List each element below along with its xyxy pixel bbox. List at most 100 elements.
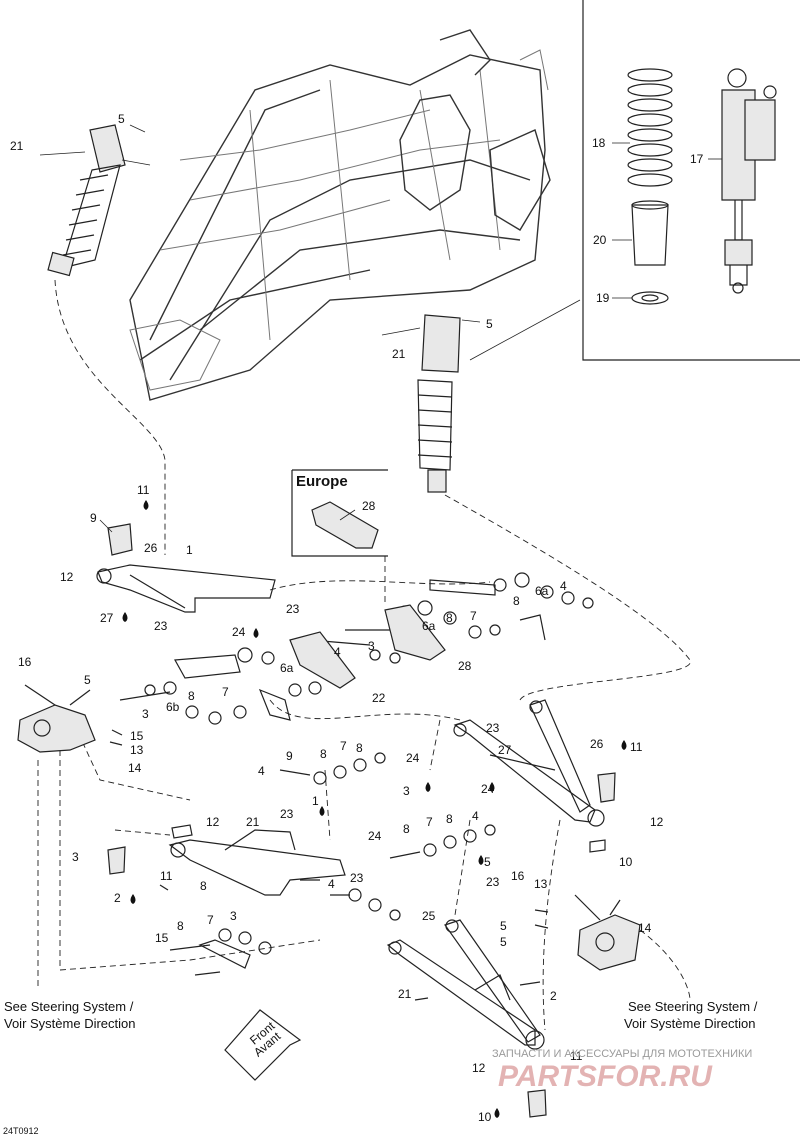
callout: 22: [372, 691, 386, 705]
callout: 1: [186, 543, 193, 557]
callout: 23: [280, 807, 294, 821]
callout: 11: [160, 869, 173, 883]
callout: 4: [560, 579, 567, 593]
callout: 21: [246, 815, 260, 829]
callout: 8: [513, 594, 520, 608]
upper-left-a-arm: [96, 519, 276, 613]
drawing-code: 24T0912: [3, 1126, 39, 1136]
callout: 12: [650, 815, 664, 829]
callout: 21: [10, 139, 24, 153]
callout: 8: [356, 741, 363, 755]
left-steering-knuckle: [17, 684, 123, 753]
callout: 5: [84, 673, 91, 687]
lower-right-a-arm: [386, 919, 547, 1118]
callout: 6a: [422, 619, 436, 633]
chassis-frame: [129, 29, 551, 401]
callout: 7: [222, 685, 229, 699]
steering-note-left-line1: See Steering System /: [4, 999, 134, 1014]
callout: 8: [200, 879, 207, 893]
callout: 27: [498, 743, 512, 757]
spring: [627, 68, 673, 187]
callout: 6a: [280, 661, 294, 675]
callout: 2: [550, 989, 557, 1003]
bushing-stacks: [119, 572, 594, 725]
callout: 4: [472, 809, 479, 823]
watermark-tagline: ЗАПЧАСТИ И АКСЕССУАРЫ ДЛЯ МОТОТЕХНИКИ: [492, 1048, 752, 1060]
drop-icon: [143, 500, 149, 510]
callout: 21: [398, 987, 412, 1001]
callout: 2: [114, 891, 121, 905]
callout: 24: [481, 782, 495, 796]
callout: 4: [334, 645, 341, 659]
drop-icon: [425, 782, 431, 792]
shock-detail-inset: [582, 0, 800, 361]
callout: 12: [206, 815, 220, 829]
callout: 3: [72, 850, 79, 864]
right-steering-knuckle: [534, 894, 641, 971]
lubrication-drop-icons: [122, 500, 627, 1118]
callout: 11: [570, 1049, 583, 1063]
europe-header: Europe: [296, 473, 348, 490]
callout: 26: [144, 541, 158, 555]
callout: 5: [500, 935, 507, 949]
callout: 8: [403, 822, 410, 836]
watermark-logo: PARTSFOR.RU: [498, 1060, 713, 1093]
callout: 5: [118, 112, 125, 126]
callout: 10: [478, 1110, 492, 1124]
callout: 8: [177, 919, 184, 933]
callout: 25: [422, 909, 436, 923]
callout: 5: [484, 855, 491, 869]
left-shock-absorber: [39, 124, 151, 277]
drop-icon: [489, 782, 495, 792]
drop-icon: [130, 894, 136, 904]
steering-note-right-line2: Voir Système Direction: [624, 1016, 756, 1031]
callout: 7: [340, 739, 347, 753]
callout: 24: [232, 625, 246, 639]
callout: 1: [312, 794, 319, 808]
callout: 3: [403, 784, 410, 798]
callout: 3: [368, 639, 375, 653]
assembly-leader-lines: [37, 279, 691, 1031]
shock-body: [721, 68, 777, 294]
callout: 7: [470, 609, 477, 623]
callout: 4: [328, 877, 335, 891]
callout: 12: [60, 570, 74, 584]
callout: 16: [511, 869, 525, 883]
callout: 19: [596, 291, 610, 305]
callout: 21: [392, 347, 406, 361]
drop-icon: [621, 740, 627, 750]
callout-labels: 21 5 18 17 20 19 5 21 28 11 9 26 1 12 23…: [10, 112, 704, 1124]
callout: 23: [286, 602, 300, 616]
upper-right-a-arm: [453, 699, 616, 853]
callout: 20: [593, 233, 607, 247]
drop-icon: [494, 1108, 500, 1118]
callout: 14: [638, 921, 652, 935]
callout: 13: [534, 877, 548, 891]
callout: 8: [188, 689, 195, 703]
callout: 7: [426, 815, 433, 829]
callout: 9: [286, 749, 293, 763]
callout: 14: [128, 761, 142, 775]
callout: 26: [590, 737, 604, 751]
drop-icon: [319, 806, 325, 816]
callout: 24: [368, 829, 382, 843]
callout: 23: [154, 619, 168, 633]
rear-shock-absorber: [381, 299, 581, 493]
callout: 27: [100, 611, 114, 625]
callout: 28: [458, 659, 472, 673]
callout: 15: [130, 729, 144, 743]
callout: 23: [350, 871, 364, 885]
callout: 13: [130, 743, 144, 757]
steering-note-left-line2: Voir Système Direction: [4, 1016, 136, 1031]
callout: 3: [230, 909, 237, 923]
callout: 5: [500, 919, 507, 933]
callout: 24: [406, 751, 420, 765]
front-arrow-icon: Front Avant: [224, 1009, 302, 1081]
spring-sleeve: [631, 200, 669, 266]
drop-icon: [478, 855, 484, 865]
europe-inset: [291, 469, 388, 557]
callout: 23: [486, 875, 500, 889]
callout: 16: [18, 655, 32, 669]
callout: 8: [320, 747, 327, 761]
